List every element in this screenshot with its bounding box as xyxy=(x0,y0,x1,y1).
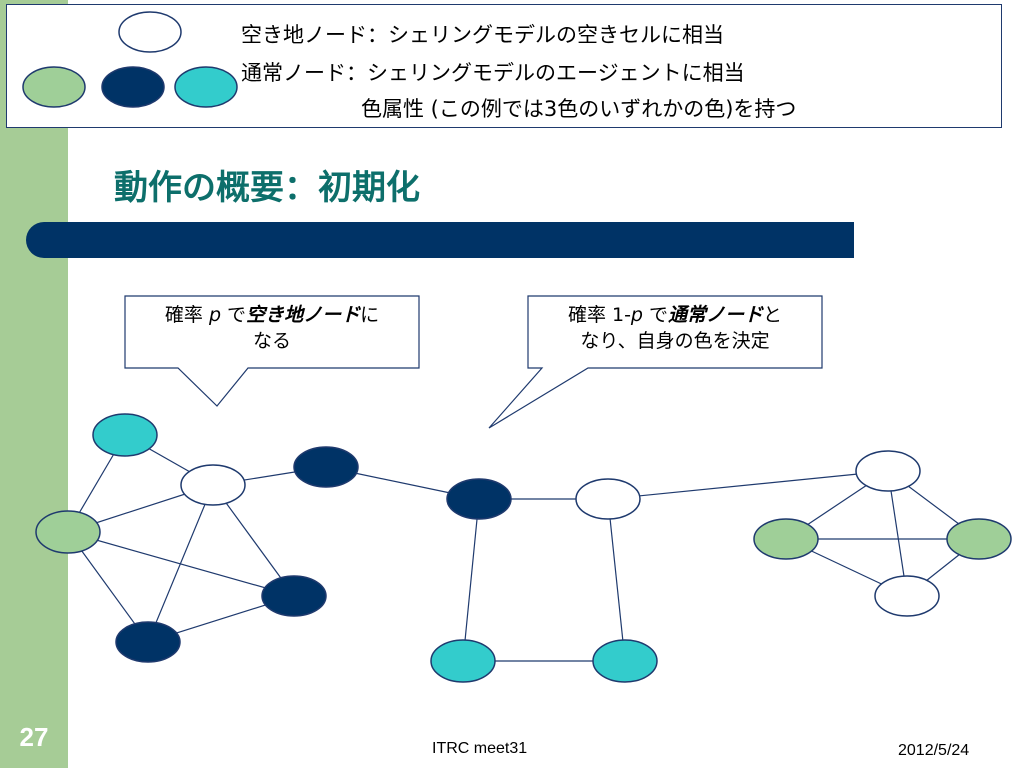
edge xyxy=(67,531,295,597)
edge xyxy=(607,470,889,500)
legend-line-color: 色属性 (この例では3色のいずれかの色)を持つ xyxy=(361,97,797,121)
callout-left-mid: で xyxy=(221,304,247,326)
node-navy xyxy=(115,621,181,663)
edge xyxy=(607,498,626,662)
node-green xyxy=(753,518,819,560)
callout-right-shape xyxy=(488,295,823,429)
legend-empty-node xyxy=(118,11,182,53)
legend-line-normal: 通常ノード：シェリングモデルのエージェントに相当 xyxy=(241,61,745,85)
callout-left-emph: 空き地ノード xyxy=(246,304,361,326)
node-green xyxy=(946,518,1012,560)
node-cyan xyxy=(592,639,658,683)
node-navy xyxy=(446,478,512,520)
callout-left-var: p xyxy=(208,304,222,326)
node-empty xyxy=(874,575,940,617)
legend-cyan-node xyxy=(174,66,238,108)
callout-right-text: 確率 1-p で通常ノードと なり、自身の色を決定 xyxy=(528,303,822,354)
callout-right-var: p xyxy=(630,304,643,326)
node-empty xyxy=(855,450,921,492)
node-navy xyxy=(293,446,359,488)
legend-node-swatches xyxy=(22,11,238,108)
callout-right-prefix: 確率 1- xyxy=(567,304,631,326)
callout-left-line2: なる xyxy=(252,329,291,352)
callout-left-shape xyxy=(124,295,420,407)
callout-left-line1: 確率 p で空き地ノードに xyxy=(125,303,419,329)
edge xyxy=(887,470,908,597)
callout-right-line2: なり、自身の色を決定 xyxy=(580,329,770,352)
footer-date: 2012/5/24 xyxy=(898,742,970,759)
title-underline-bar xyxy=(26,222,854,258)
callout-right-suffix: と xyxy=(763,304,783,326)
legend-green-node xyxy=(22,66,86,108)
legend-box: 空き地ノード：シェリングモデルの空きセルに相当 通常ノード：シェリングモデルのエ… xyxy=(6,4,1002,128)
slide-title: 動作の概要：初期化 xyxy=(114,168,420,208)
callout-right-line1: 確率 1-p で通常ノードと xyxy=(528,303,822,329)
legend-navy-node xyxy=(101,66,165,108)
edge xyxy=(462,498,480,662)
node-green xyxy=(35,510,101,554)
node-empty xyxy=(575,478,641,520)
node-navy xyxy=(261,575,327,617)
nodes xyxy=(35,413,1012,683)
callout-left-prefix: 確率 xyxy=(164,304,209,326)
footer-event: ITRC meet31 xyxy=(432,740,528,757)
node-empty xyxy=(180,464,246,506)
legend-line-empty: 空き地ノード：シェリングモデルの空きセルに相当 xyxy=(241,23,724,47)
callout-right-emph: 通常ノード xyxy=(668,304,764,326)
page-number: 27 xyxy=(19,722,49,752)
callout-right-mid: で xyxy=(642,304,669,326)
left-sidebar-bar xyxy=(0,0,68,768)
callout-left-suffix: に xyxy=(360,304,380,326)
node-cyan xyxy=(92,413,158,457)
node-cyan xyxy=(430,639,496,683)
callout-left-text: 確率 p で空き地ノードに なる xyxy=(125,303,419,354)
